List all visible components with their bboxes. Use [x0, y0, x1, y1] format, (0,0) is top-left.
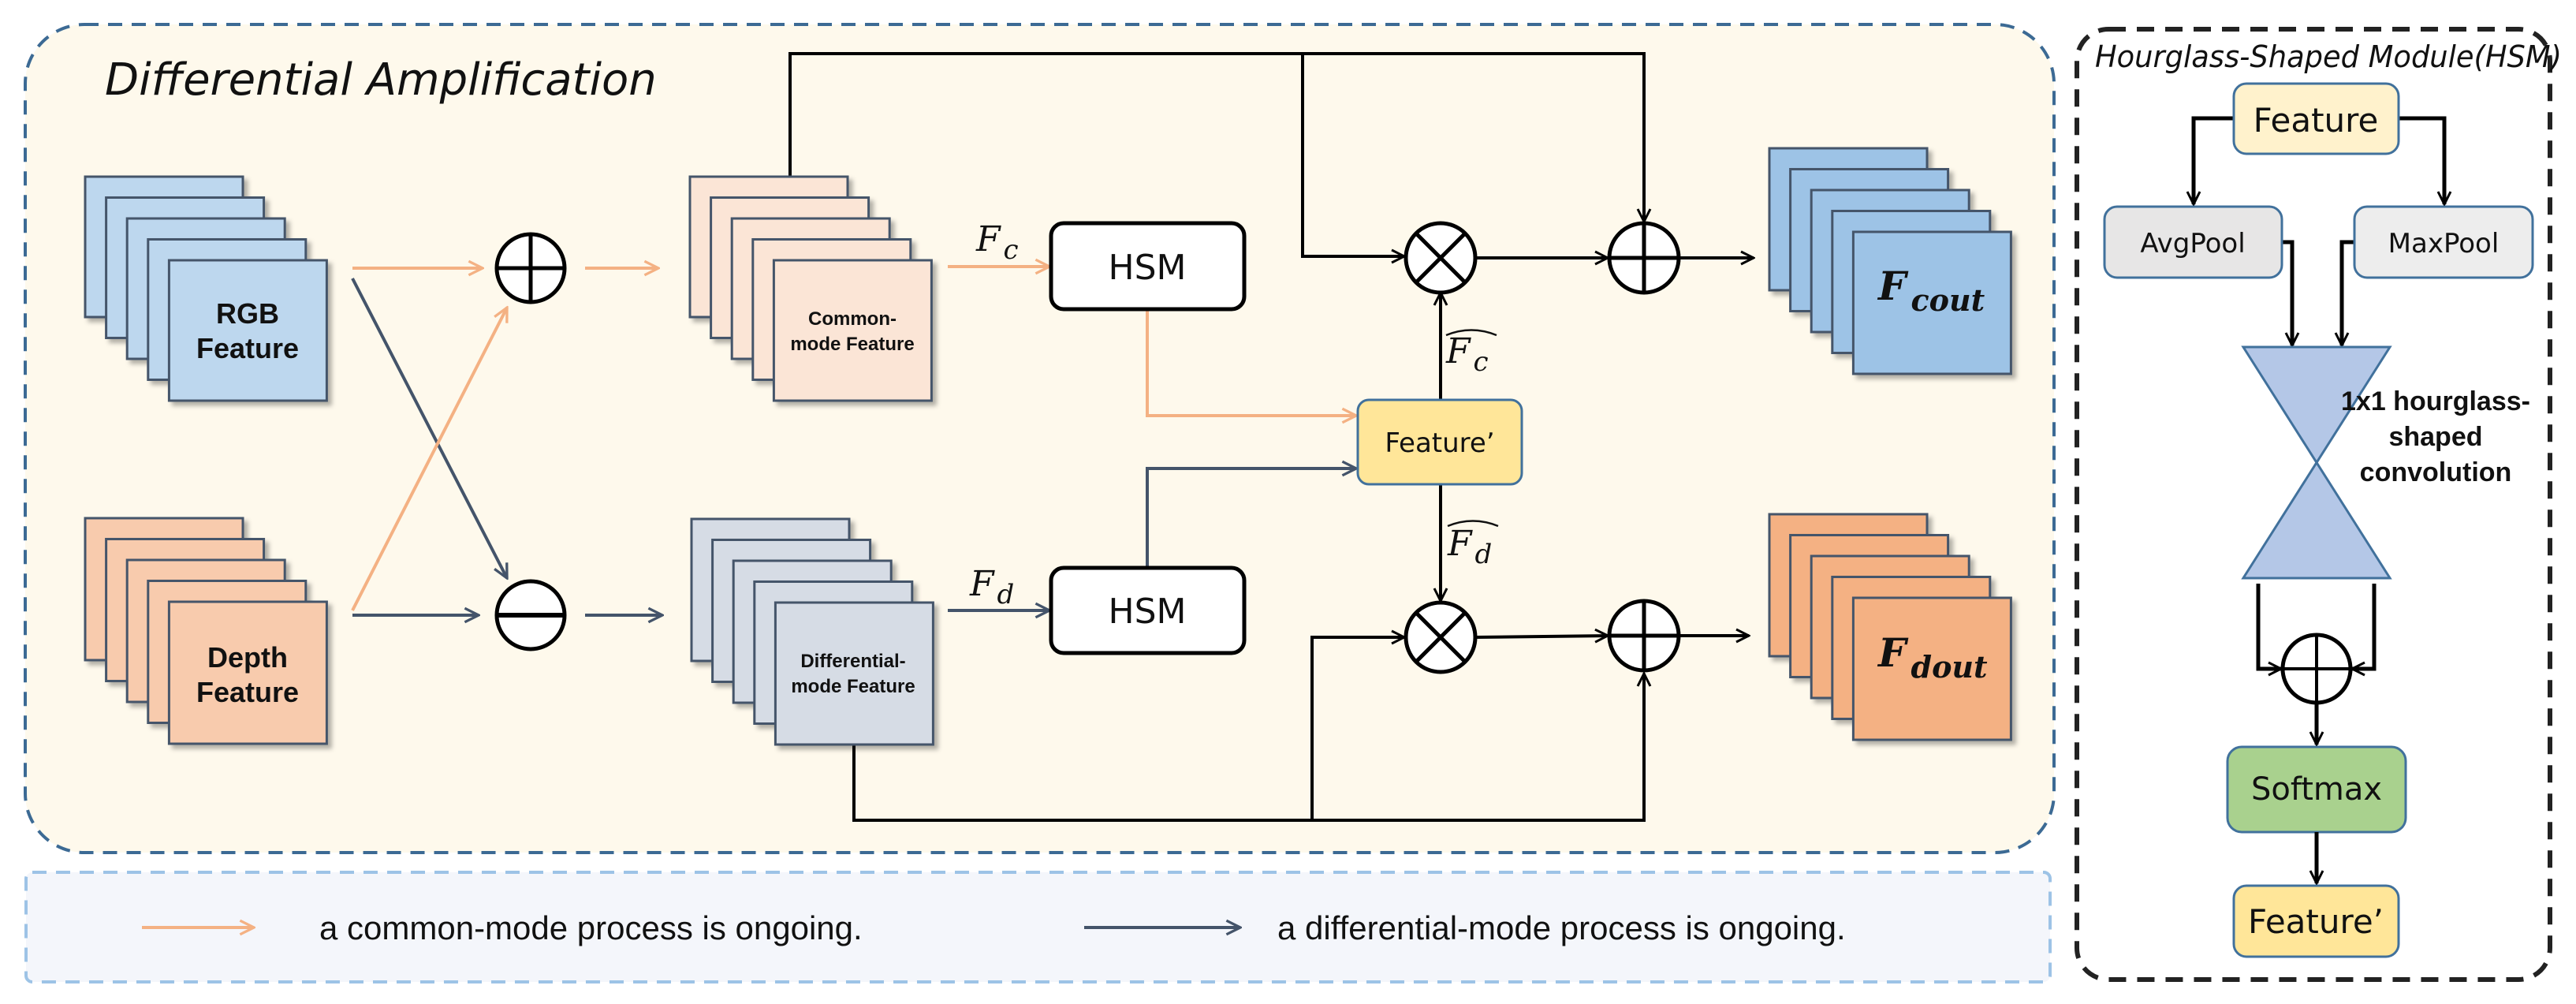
- common-mode-feature-stack: [688, 175, 933, 402]
- svg-text:Fd: Fd: [1447, 524, 1492, 570]
- common-label-line2: mode Feature: [790, 334, 914, 355]
- multiply-operator-top: [1404, 221, 1478, 295]
- hsm-feature-box: [2232, 82, 2400, 155]
- hsm-add-operator: [2280, 633, 2353, 705]
- maxpool-box: [2353, 205, 2534, 279]
- legend-common-text: a common-mode process is ongoing.: [319, 909, 863, 946]
- conv-label-line2: shaped: [2388, 422, 2482, 452]
- feature-prime-label: Feature’: [1385, 427, 1494, 459]
- feature-map-layer: [167, 259, 328, 402]
- common-skip-line-overlay: [788, 52, 1646, 222]
- conv-right-to-add-arrow: [2352, 584, 2377, 669]
- feature-prime-box: [1356, 398, 1523, 486]
- depth-to-plus-line: [351, 308, 509, 611]
- hsm-feature-label: Feature: [2254, 101, 2379, 140]
- add-operator-common: [494, 232, 567, 304]
- hsm-panel-title: Hourglass-Shaped Module(HSM): [2095, 39, 2562, 74]
- subtract-operator-differential: [494, 579, 567, 651]
- hourglass-convolution-shape: [2241, 345, 2392, 580]
- multiply-to-add-bottom: [1474, 636, 1608, 637]
- rgb-to-minus-line: [351, 278, 509, 578]
- feature-to-avgpool-arrow: [2194, 116, 2234, 204]
- avgpool-label: AvgPool: [2140, 228, 2245, 259]
- conv-left-to-add-arrow: [2256, 584, 2281, 669]
- add-operator-bottom: [1607, 599, 1681, 673]
- common-label-line1: Common-: [808, 308, 897, 330]
- conv-label-line3: convolution: [2360, 457, 2512, 487]
- hsm-feature-prime-box: [2232, 884, 2400, 958]
- differential-to-multiply-line: [1310, 637, 1404, 820]
- differential-amplification-panel: [24, 23, 2056, 854]
- depth-label-line1: Depth: [207, 641, 288, 674]
- svg-text:Fc: Fc: [1445, 331, 1489, 378]
- maxpool-label: MaxPool: [2388, 228, 2500, 259]
- add-operator-top: [1607, 221, 1681, 295]
- legend-panel: [24, 871, 2052, 983]
- hsm-box-bottom-label: HSM: [1109, 592, 1187, 632]
- conv-label-line1: 1x1 hourglass-: [2341, 386, 2530, 416]
- rgb-label-line1: RGB: [216, 297, 279, 330]
- avgpool-box: [2103, 205, 2283, 279]
- softmax-label: Softmax: [2251, 771, 2382, 808]
- feature-map-layer: [772, 259, 933, 402]
- maxpool-to-conv-arrow: [2342, 240, 2354, 345]
- feature-map-layer: [167, 600, 328, 745]
- feature-map-layer: [774, 601, 934, 746]
- differential-label-line2: mode Feature: [791, 676, 915, 697]
- hsm-box-top-label: HSM: [1109, 248, 1187, 288]
- hsm-top-to-feature-line: [1146, 309, 1356, 416]
- rgb-feature-stack: [84, 175, 328, 402]
- hsm-feature-prime-label: Feature’: [2248, 902, 2384, 941]
- hsm-box-top: [1049, 221, 1247, 312]
- hsm-box-bottom: [1049, 565, 1247, 655]
- feature-map-layer: [1851, 230, 2012, 375]
- differential-label-line1: Differential-: [800, 651, 905, 672]
- multiply-operator-bottom: [1404, 600, 1478, 674]
- legend-differential-text: a differential-mode process is ongoing.: [1277, 909, 1846, 946]
- panel-title: Differential Amplification: [105, 54, 657, 106]
- depth-feature-stack: [84, 517, 328, 745]
- hsm-bottom-to-feature-line: [1146, 468, 1356, 568]
- common-to-multiply-line: [1301, 54, 1404, 256]
- fcout-feature-stack: [1768, 147, 2012, 375]
- differential-skip-line-overlay: [852, 674, 1646, 822]
- rgb-label-line2: Feature: [196, 332, 299, 364]
- fdout-feature-stack: [1768, 513, 2012, 741]
- feature-map-layer: [1851, 596, 2012, 741]
- differential-mode-feature-stack: [690, 517, 934, 746]
- depth-label-line2: Feature: [196, 676, 299, 708]
- feature-to-maxpool-arrow: [2399, 116, 2444, 204]
- avgpool-to-conv-arrow: [2282, 240, 2292, 345]
